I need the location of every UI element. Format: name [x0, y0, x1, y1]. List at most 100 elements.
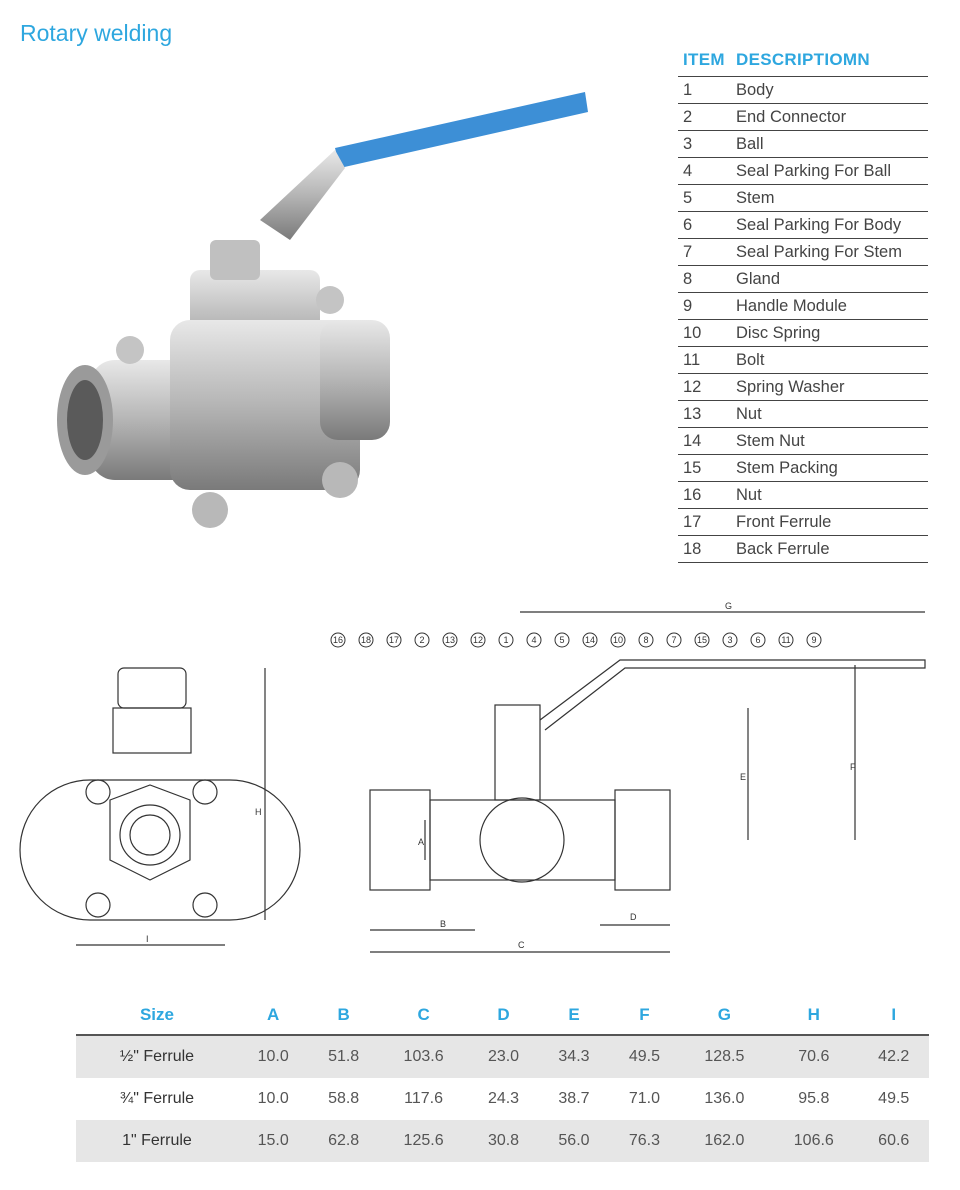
dim-label-h: H — [255, 807, 262, 817]
table-cell: 60.6 — [858, 1120, 929, 1162]
item-number: 8 — [683, 269, 693, 288]
svg-text:14: 14 — [585, 635, 595, 645]
item-number: 11 — [683, 350, 701, 369]
item-number: 4 — [683, 161, 693, 180]
svg-text:4: 4 — [531, 635, 536, 645]
parts-list-row: 1 Body — [678, 77, 928, 104]
table-cell: 49.5 — [609, 1035, 680, 1078]
svg-text:12: 12 — [473, 635, 483, 645]
table-cell: 24.3 — [487, 1090, 520, 1107]
item-number: 12 — [683, 377, 702, 396]
table-cell: 42.2 — [858, 1035, 929, 1078]
parts-list-row: 14 Stem Nut — [678, 428, 928, 455]
item-number: 9 — [683, 296, 693, 315]
item-description: Back Ferrule — [736, 539, 830, 558]
item-number: 2 — [683, 107, 693, 126]
blue-handle — [335, 92, 588, 168]
table-cell: 1" Ferrule — [76, 1120, 238, 1162]
column-header: I — [858, 996, 929, 1036]
item-description: End Connector — [736, 107, 847, 126]
column-header: C — [378, 996, 469, 1036]
item-description: Seal Parking For Body — [736, 215, 902, 234]
table-cell: 10.0 — [257, 1090, 289, 1107]
table-cell: 51.8 — [308, 1035, 379, 1078]
table-cell: 95.8 — [798, 1090, 830, 1107]
item-number: 5 — [683, 188, 693, 207]
parts-list-row: 2 End Connector — [678, 104, 928, 131]
column-header: G — [679, 996, 770, 1036]
column-header: D — [468, 996, 539, 1036]
item-description: Seal Parking For Ball — [736, 161, 891, 180]
table-cell: 38.7 — [558, 1090, 590, 1107]
dim-label-g: G — [725, 601, 732, 611]
dim-label-c: C — [518, 940, 525, 950]
table-cell: 62.8 — [308, 1120, 379, 1162]
svg-text:7: 7 — [671, 635, 676, 645]
side-view-drawing — [19, 667, 301, 946]
item-description: Nut — [736, 485, 762, 504]
svg-text:13: 13 — [445, 635, 455, 645]
dim-label-a: A — [418, 837, 424, 847]
column-header: Size — [76, 996, 238, 1036]
svg-text:11: 11 — [781, 635, 790, 645]
table-cell: 58.8 — [328, 1090, 360, 1107]
parts-list-row: 16 Nut — [678, 482, 928, 509]
item-description: Ball — [736, 134, 764, 153]
item-description: Disc Spring — [736, 323, 821, 342]
dim-label-b: B — [440, 919, 446, 929]
item-number: 14 — [683, 431, 702, 450]
svg-text:18: 18 — [361, 635, 371, 645]
parts-list-row: 11 Bolt — [678, 347, 928, 374]
table-cell: 56.0 — [538, 1120, 610, 1162]
callouts: 16 18 17 2 13 12 1 4 5 14 10 8 7 15 3 6 … — [330, 632, 822, 648]
dim-label-d: D — [630, 912, 637, 922]
item-description: Stem Packing — [736, 458, 838, 477]
item-number: 16 — [683, 485, 702, 504]
table-cell: 128.5 — [679, 1035, 770, 1078]
parts-list-row: 6 Seal Parking For Body — [678, 212, 928, 239]
item-number: 10 — [683, 323, 702, 342]
item-description: Bolt — [736, 350, 765, 369]
svg-text:15: 15 — [697, 635, 707, 645]
table-cell: 103.6 — [378, 1035, 469, 1078]
dimension-labels: G F E D C B A H I — [146, 601, 856, 950]
item-description: Nut — [736, 404, 762, 423]
column-header: E — [538, 996, 610, 1036]
dim-label-e: E — [740, 772, 746, 782]
table-cell: 70.6 — [769, 1035, 859, 1078]
parts-list-row: 8 Gland — [678, 266, 928, 293]
table-cell: 76.3 — [609, 1120, 680, 1162]
table-cell: 162.0 — [679, 1120, 770, 1162]
column-header: B — [308, 996, 379, 1036]
table-cell: 34.3 — [538, 1035, 610, 1078]
parts-list-row: 13 Nut — [678, 401, 928, 428]
item-description: Gland — [736, 269, 781, 288]
item-number: 6 — [683, 215, 693, 234]
item-number: 1 — [683, 80, 693, 99]
table-cell: 125.6 — [378, 1120, 469, 1162]
svg-text:1: 1 — [503, 635, 508, 645]
item-description: Spring Washer — [736, 377, 845, 396]
parts-list-row: 10 Disc Spring — [678, 320, 928, 347]
item-description: Body — [736, 80, 774, 99]
table-cell: ¾" Ferrule — [119, 1090, 195, 1107]
parts-list-header: ITEM DESCRIPTIOMN — [678, 44, 928, 77]
svg-text:10: 10 — [613, 635, 623, 645]
item-description: Stem Nut — [736, 431, 805, 450]
item-number: 13 — [683, 404, 702, 423]
table-cell: 15.0 — [237, 1120, 309, 1162]
dim-label-i: I — [146, 934, 149, 944]
section-view-drawing — [369, 611, 926, 953]
column-header: A — [237, 996, 309, 1036]
